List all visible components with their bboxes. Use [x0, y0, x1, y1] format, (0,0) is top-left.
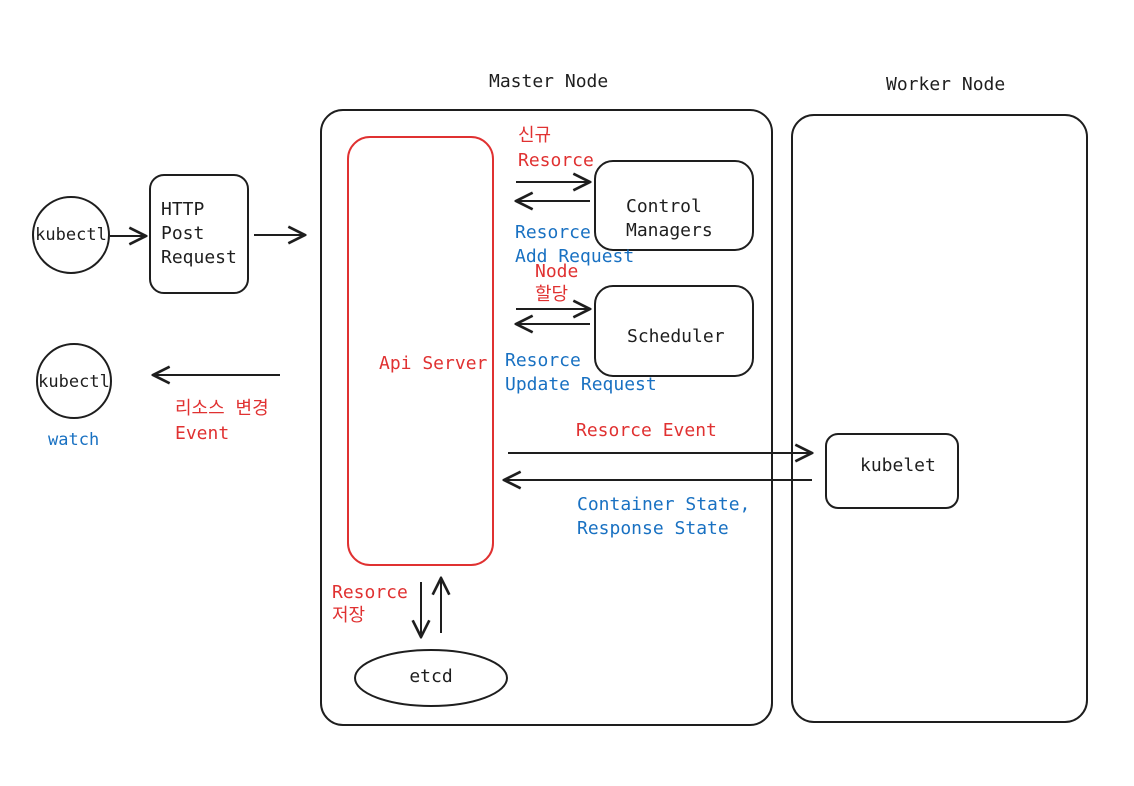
etcd-label: etcd	[409, 666, 453, 687]
worker-node-title: Worker Node	[886, 74, 1006, 95]
http-request-box	[149, 174, 249, 294]
change-event-line1: 리소스 변경	[175, 398, 269, 419]
add-request-line1: Resorce	[515, 222, 591, 243]
http-request-line1: HTTP	[161, 199, 205, 220]
http-request-line3: Request	[161, 247, 237, 268]
kubectl-top-label: kubectl	[35, 225, 107, 245]
watch-label: watch	[48, 430, 100, 450]
kubelet-box	[825, 433, 959, 509]
add-request-line2: Add Request	[515, 246, 635, 267]
resource-event-label: Resorce Event	[576, 420, 717, 441]
api-server-label: Api Server	[379, 353, 488, 374]
node-assign-line2: 할당	[535, 284, 569, 305]
kubectl-bottom-label: kubectl	[38, 372, 110, 392]
kubectl-bottom-circle	[36, 343, 112, 419]
master-node-title: Master Node	[489, 71, 609, 92]
resource-store-line1: Resorce	[332, 582, 408, 603]
kubectl-top-circle	[32, 196, 110, 274]
resource-store-line2: 저장	[332, 605, 366, 626]
node-assign-line1: Node	[535, 261, 579, 282]
scheduler-label: Scheduler	[627, 326, 725, 347]
control-managers-line2: Managers	[626, 220, 713, 241]
etcd-ellipse	[354, 649, 508, 707]
container-state-line1: Container State,	[577, 494, 751, 515]
http-request-line2: Post	[161, 223, 205, 244]
new-resource-line2: Resorce	[518, 150, 594, 171]
master-node-container	[320, 109, 773, 726]
worker-node-container	[791, 114, 1088, 723]
change-event-line2: Event	[175, 423, 230, 444]
scheduler-box	[594, 285, 754, 377]
update-request-line2: Update Request	[505, 374, 657, 395]
control-managers-box	[594, 160, 754, 251]
api-server-box	[347, 136, 494, 566]
new-resource-line1: 신규	[518, 125, 552, 146]
update-request-line1: Resorce	[505, 350, 581, 371]
control-managers-line1: Control	[626, 196, 702, 217]
kubelet-label: kubelet	[860, 455, 936, 476]
container-state-line2: Response State	[577, 518, 729, 539]
